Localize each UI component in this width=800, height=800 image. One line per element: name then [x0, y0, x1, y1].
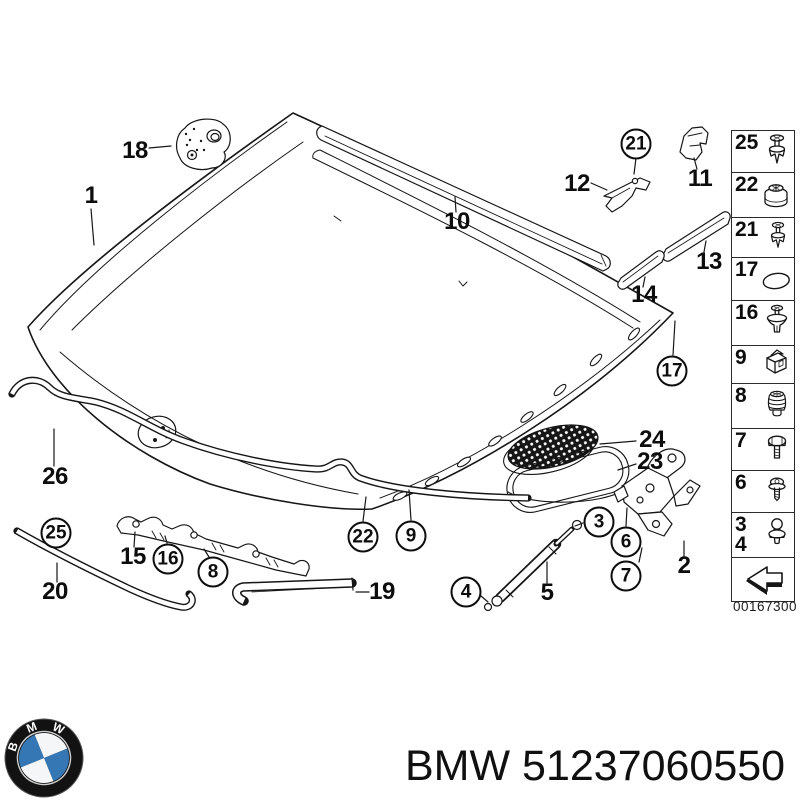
bmw-logo: B M W: [4, 718, 84, 798]
legend-number: 9: [735, 346, 747, 369]
flange-screw-icon: [768, 477, 786, 501]
callout-22: 22: [347, 521, 379, 553]
flange-bolt-icon: [767, 435, 787, 459]
callout-24: 24: [639, 426, 665, 453]
oval-seal-icon: [762, 272, 790, 290]
callout-8: 8: [197, 556, 229, 588]
drain-tube-19: [232, 577, 357, 606]
hood-panel: [27, 112, 674, 511]
hinge-2: [613, 448, 701, 537]
callout-9: 9: [395, 520, 427, 552]
plug-icon: [767, 390, 787, 417]
part-number: BMW 51237060550: [405, 742, 786, 790]
callout-10: 10: [444, 208, 470, 235]
clip-12: [603, 177, 651, 213]
rear-trim-strip-10: [316, 125, 611, 272]
callout-20: 20: [42, 578, 68, 605]
callout-6: 6: [610, 526, 642, 558]
clip-icon: [766, 348, 787, 374]
callout-3: 3: [583, 506, 615, 538]
clip-11: [679, 126, 709, 161]
callout-14: 14: [631, 281, 657, 308]
legend-row-25: 25: [732, 131, 794, 173]
legend-number-2: 4: [735, 533, 747, 556]
front-seal-20: [13, 527, 196, 611]
callout-18: 18: [122, 137, 148, 164]
legend-number: 21: [735, 218, 759, 241]
logo-letter-m: M: [24, 719, 39, 736]
legend-row-21: 21: [732, 218, 794, 258]
callout-21: 21: [620, 128, 652, 160]
direction-arrow-icon: [746, 565, 783, 595]
legend-number: 16: [735, 301, 759, 324]
legend-row-6: 6: [732, 471, 794, 513]
legend-row-8: 8: [732, 384, 794, 429]
buffer-rail-15: [116, 516, 310, 577]
callout-1: 1: [84, 182, 98, 209]
screw-rivet-icon: [766, 304, 788, 333]
callout-15: 15: [120, 543, 146, 570]
callout-17: 17: [656, 355, 688, 387]
callout-26: 26: [42, 463, 68, 490]
fastener-legend: 25 22: [731, 130, 795, 602]
legend-row-22: 22: [732, 173, 794, 218]
callout-16: 16: [152, 543, 184, 575]
cowl-seal-26: [8, 376, 532, 502]
gas-strut-5: [483, 519, 583, 612]
push-rivet-icon: [768, 133, 786, 164]
legend-number: 3: [735, 513, 747, 536]
leader-lines: [53, 145, 707, 603]
legend-number: 6: [735, 471, 747, 494]
legend-number: 8: [735, 384, 747, 407]
vent-grille-24: [503, 424, 599, 475]
emblem-recess: [137, 415, 177, 449]
legend-number: 17: [735, 258, 759, 281]
callout-11: 11: [687, 165, 713, 192]
callout-19: 19: [369, 578, 395, 605]
legend-row-3-4: 3 4: [732, 513, 794, 558]
callout-2: 2: [677, 552, 691, 579]
ball-stud-icon: [768, 518, 786, 545]
callout-12: 12: [564, 170, 590, 197]
legend-number: 25: [735, 131, 759, 154]
legend-row-9: 9: [732, 346, 794, 384]
callout-5: 5: [540, 579, 554, 606]
callout-13: 13: [696, 248, 722, 275]
legend-number: 7: [735, 429, 747, 452]
image-code: 00167300: [733, 599, 798, 614]
legend-number: 22: [735, 173, 759, 196]
callout-7: 7: [610, 560, 642, 592]
trim-strip-14: [617, 250, 665, 290]
push-rivet-icon: [770, 221, 786, 248]
lock-bracket-18: [175, 118, 231, 171]
legend-row-16: 16: [732, 301, 794, 346]
legend-row-17: 17: [732, 258, 794, 301]
callout-23: 23: [637, 448, 663, 475]
legend-row-arrow: [732, 558, 794, 601]
legend-row-7: 7: [732, 429, 794, 471]
callout-4: 4: [450, 576, 482, 608]
grommet-icon: [764, 184, 788, 208]
callout-25: 25: [40, 517, 72, 549]
